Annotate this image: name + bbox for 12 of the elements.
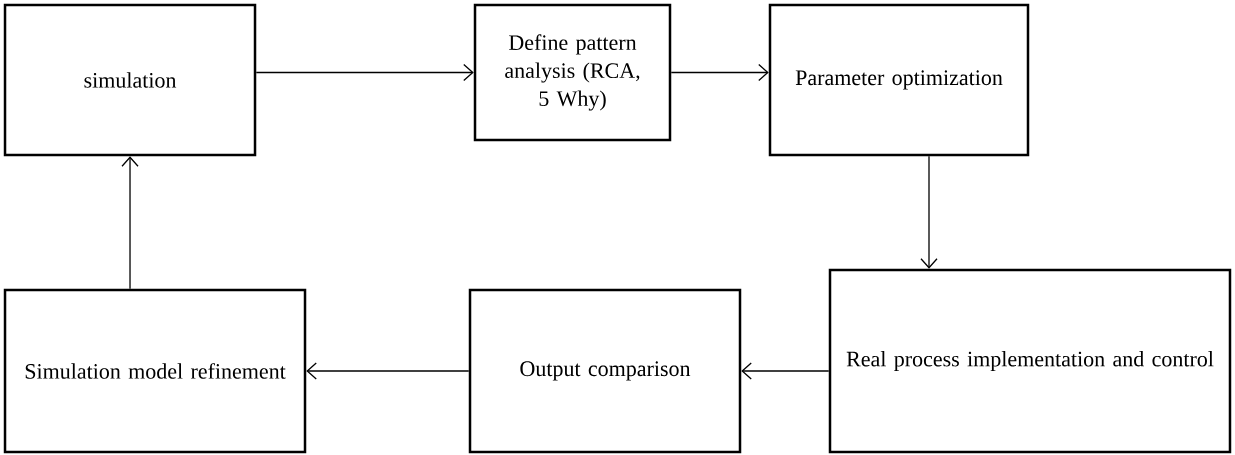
arrow [741, 362, 830, 380]
process-box: simulation [3, 3, 257, 157]
arrow [306, 362, 470, 380]
process-box: Simulation model refinement [3, 288, 307, 454]
arrow [670, 63, 769, 82]
process-box: Output comparison [468, 288, 742, 454]
arrow [121, 156, 139, 290]
arrow [920, 155, 938, 269]
process-box: Parameter optimization [768, 3, 1030, 157]
arrow [255, 63, 474, 82]
process-box: Define pattern analysis (RCA, 5 Why) [473, 3, 672, 142]
process-box: Real process implementation and control [828, 268, 1232, 454]
